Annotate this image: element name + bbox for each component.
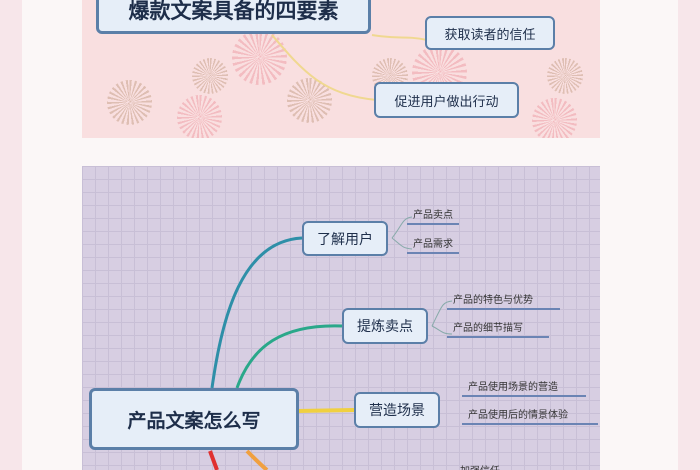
flower-decoration: [107, 80, 152, 125]
central-topic[interactable]: 爆款文案具备的四要素: [96, 0, 371, 34]
flower-decoration: [232, 30, 287, 85]
flower-decoration: [192, 58, 228, 94]
flower-decoration: [547, 58, 583, 94]
flower-decoration: [532, 98, 577, 138]
leaf-node[interactable]: 产品卖点: [407, 206, 459, 225]
branch-node[interactable]: 促进用户做出行动: [374, 82, 519, 118]
flower-decoration: [177, 95, 222, 138]
leaf-node[interactable]: 产品需求: [407, 235, 459, 254]
central-topic[interactable]: 产品文案怎么写: [89, 388, 299, 450]
branch-node-create-scene[interactable]: 营造场景: [354, 392, 440, 428]
mindmap-panel-four-elements: 爆款文案具备的四要素 获取读者的信任 促进用户做出行动: [82, 0, 600, 138]
connector-lines: [271, 34, 428, 101]
branch-node-selling-points[interactable]: 提炼卖点: [342, 308, 428, 344]
branch-node-understand-user[interactable]: 了解用户: [302, 221, 388, 256]
mindmap-panel-product-copy: 了解用户 产品卖点 产品需求 提炼卖点 产品的特色与优势 产品的细节描写 营造场…: [82, 166, 600, 470]
leaf-node-partial[interactable]: 加强信任: [454, 462, 506, 470]
leaf-node[interactable]: 产品使用后的情景体验: [462, 406, 598, 425]
leaf-node[interactable]: 产品的细节描写: [447, 319, 549, 338]
leaf-node[interactable]: 产品使用场景的营造: [462, 378, 586, 397]
connector-lines: [208, 216, 453, 470]
branch-node[interactable]: 获取读者的信任: [425, 16, 555, 50]
leaf-node[interactable]: 产品的特色与优势: [447, 291, 560, 310]
